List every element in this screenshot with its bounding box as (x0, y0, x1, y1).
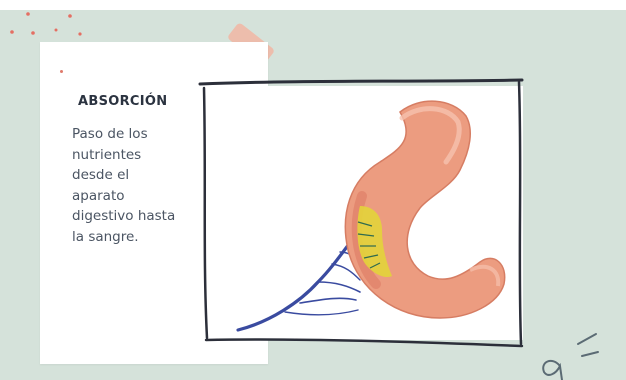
frame-right-line (519, 82, 521, 344)
frame-top-line (200, 80, 522, 84)
handwritten-annotation (543, 334, 598, 380)
frame-bottom-line (206, 339, 522, 346)
